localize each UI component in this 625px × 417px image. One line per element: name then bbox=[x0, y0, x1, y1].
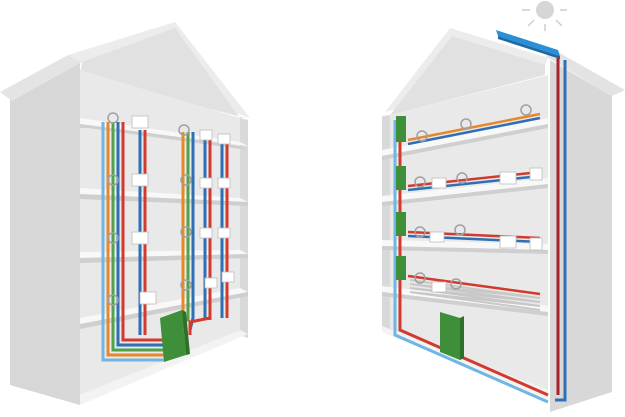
radiator-icon bbox=[131, 231, 149, 245]
left-radiators bbox=[131, 115, 235, 305]
tap-icon bbox=[180, 279, 192, 291]
left-building-side-wall bbox=[10, 62, 80, 405]
radiator-icon bbox=[431, 281, 447, 293]
radiator-icon bbox=[199, 177, 213, 189]
radiator-icon bbox=[431, 177, 447, 189]
radiator-icon bbox=[217, 227, 231, 239]
radiator-icon bbox=[529, 167, 543, 181]
radiator-icon bbox=[199, 129, 213, 141]
tap-icon bbox=[414, 272, 426, 284]
left-building-gable-inner bbox=[80, 28, 245, 118]
distribution-station-icon bbox=[396, 166, 406, 190]
right-radiators bbox=[429, 167, 543, 293]
tap-icon bbox=[180, 226, 192, 238]
apartment-stations bbox=[396, 116, 406, 280]
tap-icon bbox=[456, 172, 468, 184]
radiator-icon bbox=[204, 277, 218, 289]
radiator-icon bbox=[221, 271, 235, 283]
tap-icon bbox=[180, 174, 192, 186]
radiator-icon bbox=[217, 133, 231, 145]
tap-icon bbox=[178, 124, 190, 136]
right-building bbox=[382, 1, 625, 412]
distribution-station-icon bbox=[396, 256, 406, 280]
tap-icon bbox=[450, 278, 462, 290]
left-building-roof-side bbox=[0, 55, 82, 101]
distribution-station-icon bbox=[440, 312, 464, 360]
left-taps bbox=[107, 112, 192, 306]
tap-icon bbox=[414, 176, 426, 188]
tap-icon bbox=[520, 104, 532, 116]
right-building-back-wall bbox=[390, 75, 548, 400]
radiator-icon bbox=[217, 177, 231, 189]
distribution-station-icon bbox=[160, 310, 190, 362]
right-building-front-edge bbox=[382, 115, 390, 330]
radiator-icon bbox=[529, 237, 543, 251]
sun-icon bbox=[522, 1, 567, 31]
tap-icon bbox=[454, 224, 466, 236]
tap-icon bbox=[107, 174, 119, 186]
radiator-icon bbox=[499, 235, 517, 249]
tap-icon bbox=[107, 232, 119, 244]
radiator-icon bbox=[131, 173, 149, 187]
right-building-gable-inner bbox=[390, 36, 545, 115]
right-taps bbox=[414, 104, 532, 290]
tap-icon bbox=[107, 294, 119, 306]
radiator-icon bbox=[429, 231, 445, 243]
left-riser-bundle bbox=[101, 122, 165, 362]
tap-icon bbox=[107, 112, 119, 124]
tap-icon bbox=[416, 130, 428, 142]
solar-collector-icon bbox=[496, 30, 560, 59]
tap-icon bbox=[460, 118, 472, 130]
radiator-icon bbox=[499, 171, 517, 185]
left-building bbox=[0, 22, 250, 405]
radiator-icon bbox=[199, 227, 213, 239]
radiator-icon bbox=[139, 291, 157, 305]
distribution-station-icon bbox=[396, 212, 406, 236]
radiator-icon bbox=[131, 115, 149, 129]
tap-icon bbox=[414, 226, 426, 238]
distribution-station-icon bbox=[396, 116, 406, 142]
left-building-front-edge bbox=[240, 118, 248, 338]
